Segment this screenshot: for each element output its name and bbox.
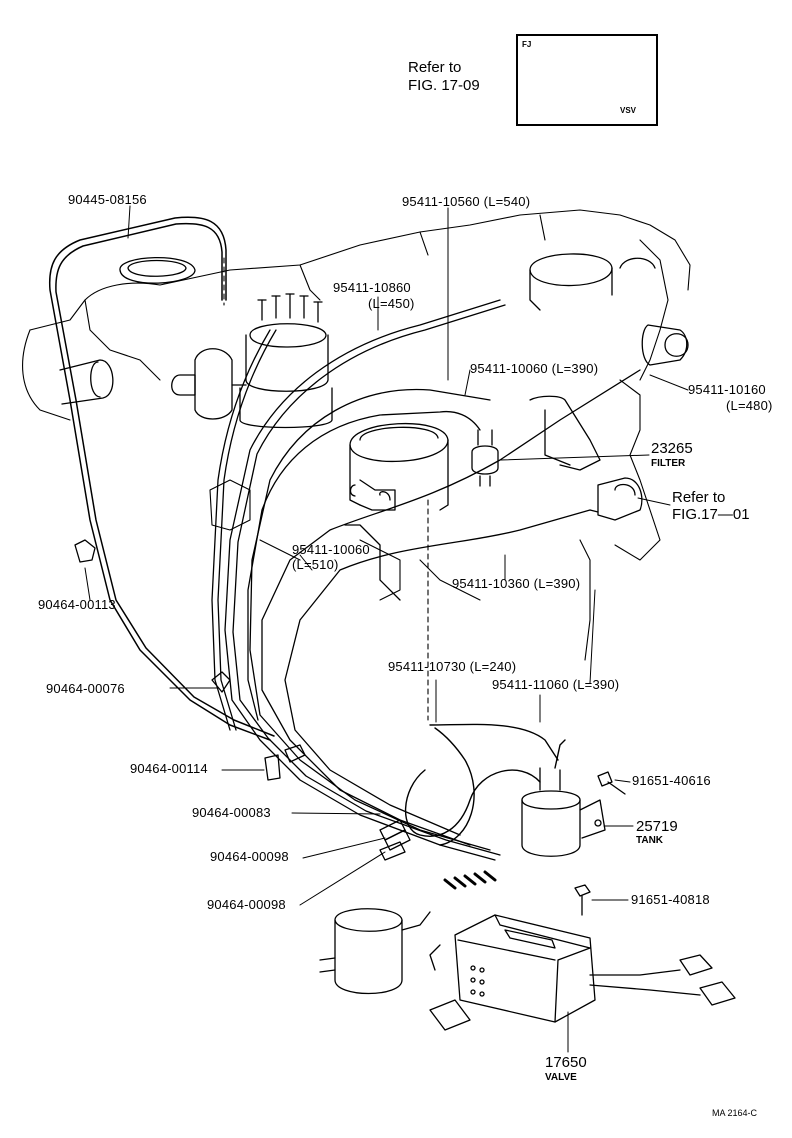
thumbnail-vsv-label: VSV — [620, 106, 637, 115]
refer-to-right-line2: FIG.17—01 — [672, 506, 750, 523]
vacuum-advance-unit — [171, 348, 247, 420]
label-91651-40616: 91651-40616 — [632, 773, 711, 788]
label-91651-40818: 91651-40818 — [631, 892, 710, 907]
right-top-component — [529, 253, 689, 366]
label-90464-00114: 90464-00114 — [130, 761, 208, 776]
refer-to-top-line1: Refer to — [408, 59, 462, 76]
bolt-91651-40818 — [574, 884, 591, 916]
label-95411-10860: 95411-10860 — [333, 280, 411, 295]
footer-code: MA 2164-C — [712, 1108, 758, 1118]
hose-90445-08156 — [48, 216, 275, 741]
label-90464-00083: 90464-00083 — [192, 805, 271, 820]
label-95411-10160-length: (L=480) — [726, 398, 773, 413]
hose-ends — [443, 870, 497, 890]
label-95411-10060-b-length: (L=510) — [292, 557, 339, 572]
clamps — [74, 539, 411, 861]
refer-to-top-line2: FIG. 17-09 — [408, 77, 480, 94]
label-23265: 23265 — [651, 440, 693, 457]
label-17650: 17650 — [545, 1054, 587, 1071]
refer-to-right-line1: Refer to — [672, 489, 726, 506]
vsv-component — [589, 477, 643, 521]
label-95411-10860-length: (L=450) — [368, 296, 415, 311]
label-90464-00113: 90464-00113 — [38, 597, 116, 612]
engine-outline — [22, 209, 691, 661]
label-17650-valve: VALVE — [545, 1072, 577, 1083]
label-90464-00098-b: 90464-00098 — [207, 897, 286, 912]
distributor-cap — [119, 256, 333, 429]
bolt-91651-40616 — [597, 771, 626, 795]
reference-thumbnail: FJ VSV — [516, 34, 658, 126]
dashed-leader — [223, 257, 429, 721]
label-90464-00076: 90464-00076 — [46, 681, 125, 696]
egr-modulator — [529, 395, 601, 471]
label-95411-11060: 95411-11060 (L=390) — [492, 677, 620, 692]
label-95411-10360: 95411-10360 (L=390) — [452, 576, 581, 591]
carburetor — [344, 422, 449, 601]
vacuum-canister — [319, 908, 431, 995]
filter-23265 — [471, 429, 499, 487]
exhaust-pipe — [59, 359, 114, 405]
label-95411-10060-a: 95411-10060 (L=390) — [470, 361, 599, 376]
hose-bundle — [211, 299, 641, 861]
tank-25719 — [521, 767, 606, 857]
label-25719-tank: TANK — [636, 835, 664, 846]
label-90445-08156: 90445-08156 — [68, 192, 147, 207]
label-95411-10060-b: 95411-10060 — [292, 542, 370, 557]
label-95411-10560: 95411-10560 (L=540) — [402, 194, 531, 209]
label-95411-10160: 95411-10160 — [688, 382, 766, 397]
valve-17650 — [429, 914, 736, 1031]
label-25719: 25719 — [636, 818, 678, 835]
label-90464-00098-a: 90464-00098 — [210, 849, 289, 864]
label-23265-filter: FILTER — [651, 458, 686, 469]
thumbnail-corner-code: FJ — [522, 40, 532, 49]
hose-95411-11060 — [404, 723, 566, 846]
leader-lines — [84, 205, 689, 1053]
label-95411-10730: 95411-10730 (L=240) — [388, 659, 517, 674]
